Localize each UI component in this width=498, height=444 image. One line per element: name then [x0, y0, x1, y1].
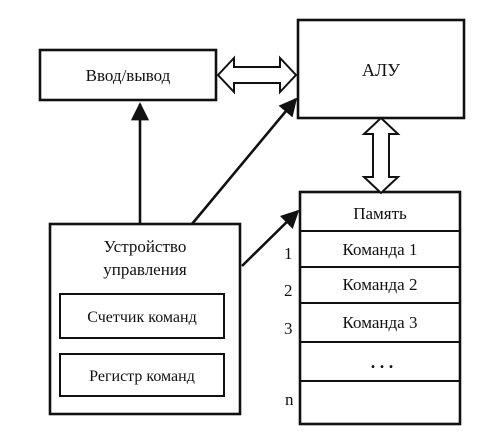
io-block: Ввод/вывод — [38, 48, 218, 102]
instruction-register-label: Регистр команд — [89, 368, 195, 385]
alu-label: АЛУ — [362, 60, 400, 80]
memory-block: Память Команда 1 Команда 2 Команда 3 . .… — [284, 190, 462, 426]
control-to-alu-arrow — [191, 97, 298, 225]
program-counter-box: Счетчик команд — [59, 293, 225, 339]
memory-row-label: Команда 1 — [343, 240, 418, 259]
program-counter-label: Счетчик команд — [87, 309, 196, 326]
instruction-register-box: Регистр команд — [59, 353, 225, 397]
alu-block: АЛУ — [296, 18, 466, 120]
alu-memory-double-arrow — [361, 116, 401, 195]
memory-row-ellipsis: . . . — [371, 352, 394, 372]
memory-row-label: Команда 2 — [343, 275, 418, 294]
control-unit-block: Устройство управления Счетчик команд Рег… — [48, 222, 242, 416]
io-label: Ввод/вывод — [86, 66, 171, 85]
control-to-memory-arrow — [241, 209, 300, 267]
memory-row-index: n — [285, 390, 294, 409]
memory-row-label: Команда 3 — [343, 313, 418, 332]
memory-row-index: 3 — [284, 319, 293, 338]
io-alu-double-arrow — [216, 55, 298, 95]
memory-row-index: 1 — [284, 244, 293, 263]
control-unit-label-line1: Устройство — [104, 237, 187, 256]
control-unit-label-line2: управления — [103, 260, 187, 279]
memory-title: Память — [353, 204, 407, 223]
memory-row-index: 2 — [284, 281, 293, 300]
